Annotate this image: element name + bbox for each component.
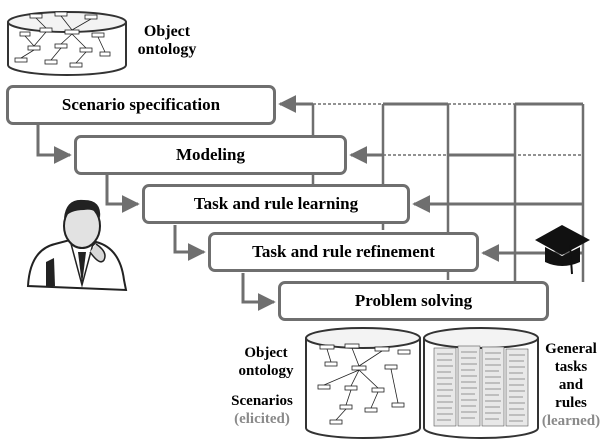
rules-label-line2: tasks: [554, 359, 588, 375]
rules-database-icon: [423, 327, 539, 439]
flow-arrows: [36, 125, 276, 311]
bottom-ontology-label: Object ontology: [228, 344, 304, 380]
rules-label-line4: rules: [555, 395, 587, 411]
graduation-cap-icon: [535, 225, 590, 275]
bottom-ontology-label-line1: Object: [244, 345, 288, 361]
scenarios-label-line2: (elicited): [234, 411, 290, 427]
rules-label-line3: and: [558, 377, 584, 393]
top-ontology-label-line2: ontology: [137, 41, 197, 58]
stage-label: Problem solving: [354, 291, 473, 310]
top-ontology-label: Object ontology: [134, 23, 200, 59]
stage-label: Scenario specification: [61, 95, 221, 114]
stage-problem-solving: Problem solving: [278, 281, 549, 321]
stage-scenario-specification: Scenario specification: [6, 85, 276, 125]
stage-task-and-rule-refinement: Task and rule refinement: [208, 232, 479, 272]
stage-modeling: Modeling: [74, 135, 347, 175]
top-ontology-label-line1: Object: [143, 23, 191, 40]
bottom-ontology-label-line2: ontology: [238, 363, 294, 379]
expert-person-icon: [26, 199, 128, 292]
ontology-database-icon: [305, 327, 421, 439]
rules-label: General tasks and rules (learned): [536, 340, 606, 430]
top-ontology-database-icon: [7, 11, 127, 76]
rules-label-line5: (learned): [541, 413, 601, 429]
rules-label-line1: General: [545, 341, 597, 357]
stage-label: Task and rule learning: [193, 194, 359, 213]
stage-task-and-rule-learning: Task and rule learning: [142, 184, 410, 224]
stage-label: Modeling: [176, 145, 245, 164]
stage-label: Task and rule refinement: [252, 242, 435, 261]
scenarios-label-line1: Scenarios: [231, 393, 293, 409]
scenarios-label: Scenarios (elicited): [218, 392, 306, 428]
feedback-arrows: [278, 95, 583, 262]
